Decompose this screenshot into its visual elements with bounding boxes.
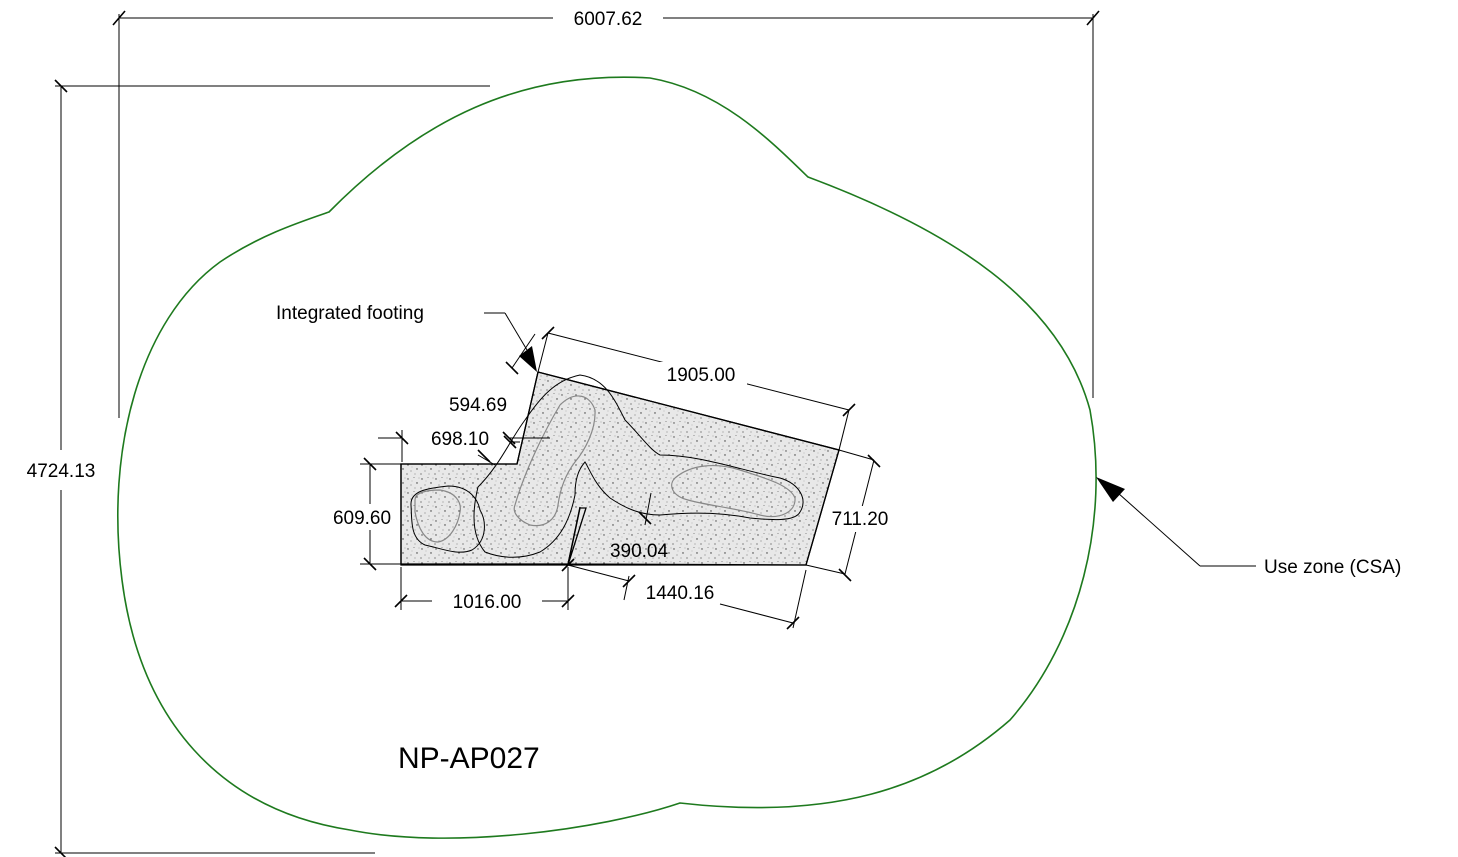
left-height-dimension: 609.60	[333, 457, 401, 571]
overall-width-label: 6007.62	[574, 9, 643, 30]
footing-arrowhead	[519, 346, 537, 372]
left-top-dimension: 594.69	[449, 333, 536, 449]
use-zone-boundary	[117, 76, 1097, 839]
use-zone-arrowhead	[1096, 477, 1125, 502]
site-id-label: NP-AP027	[398, 742, 540, 775]
footing-callout: Integrated footing	[276, 303, 537, 372]
bottom-left-dimension: 1016.00	[394, 567, 575, 613]
left-top-label: 594.69	[449, 395, 507, 416]
slab-width-dimension: 711.20	[805, 449, 895, 582]
left-step-dimension: 698.10	[378, 429, 550, 466]
inner-depth-dimension: 390.04	[610, 492, 669, 562]
inner-depth-label: 390.04	[610, 541, 669, 562]
slab-width-label: 711.20	[832, 509, 889, 530]
slab-length-label: 1905.00	[667, 365, 736, 386]
play-features	[410, 374, 804, 558]
overall-height-dimension: 4724.13	[27, 79, 490, 857]
bottom-diagonal-dimension: 1440.16	[561, 558, 807, 630]
left-height-label: 609.60	[333, 508, 391, 529]
use-zone-callout: Use zone (CSA)	[1096, 477, 1401, 578]
bottom-left-label: 1016.00	[453, 592, 522, 613]
slab-length-dimension: 1905.00	[537, 326, 856, 451]
left-step-label: 698.10	[431, 429, 489, 450]
footing-callout-label: Integrated footing	[276, 303, 424, 324]
use-zone-callout-label: Use zone (CSA)	[1264, 557, 1401, 578]
overall-height-label: 4724.13	[27, 461, 96, 482]
overall-width-dimension: 6007.62	[112, 9, 1100, 418]
bottom-diagonal-label: 1440.16	[646, 583, 715, 604]
